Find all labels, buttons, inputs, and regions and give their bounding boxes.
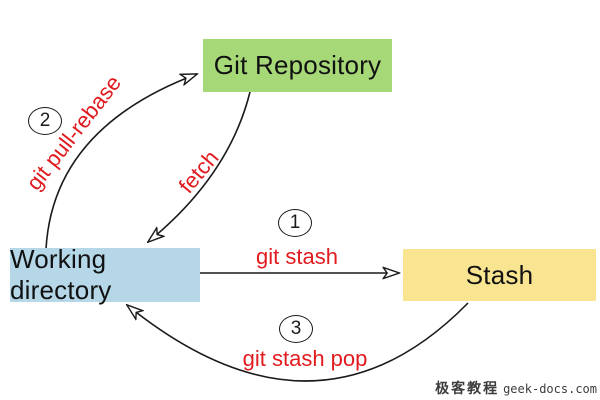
node-stash: Stash: [403, 249, 596, 301]
watermark-cjk-text: 极客教程: [435, 381, 500, 397]
node-stash-label: Stash: [465, 259, 534, 290]
arrow-fetch: [148, 91, 251, 242]
step-badge-3-number: 3: [290, 318, 302, 339]
watermark-domain-text: geek-docs.com: [503, 382, 597, 396]
step-badge-1: 1: [278, 209, 312, 237]
watermark: 极客教程 geek-docs.com: [435, 378, 597, 398]
step-badge-1-number: 1: [289, 212, 301, 233]
arrow-git-pull-rebase: [45, 74, 197, 250]
edge-label-git-stash: git stash: [256, 244, 338, 269]
step-badge-3: 3: [279, 315, 313, 343]
step-badge-2: 2: [28, 107, 62, 135]
step-badge-2-number: 2: [39, 110, 51, 131]
node-working-directory-label: Working directory: [10, 244, 112, 305]
arrow-git-stash-pop: [127, 302, 469, 382]
node-working-directory: Working directory: [10, 244, 200, 305]
node-git-repository: Git Repository: [203, 39, 392, 92]
node-git-repository-label: Git Repository: [213, 50, 382, 80]
edge-label-git-stash-pop: git stash pop: [242, 346, 368, 371]
